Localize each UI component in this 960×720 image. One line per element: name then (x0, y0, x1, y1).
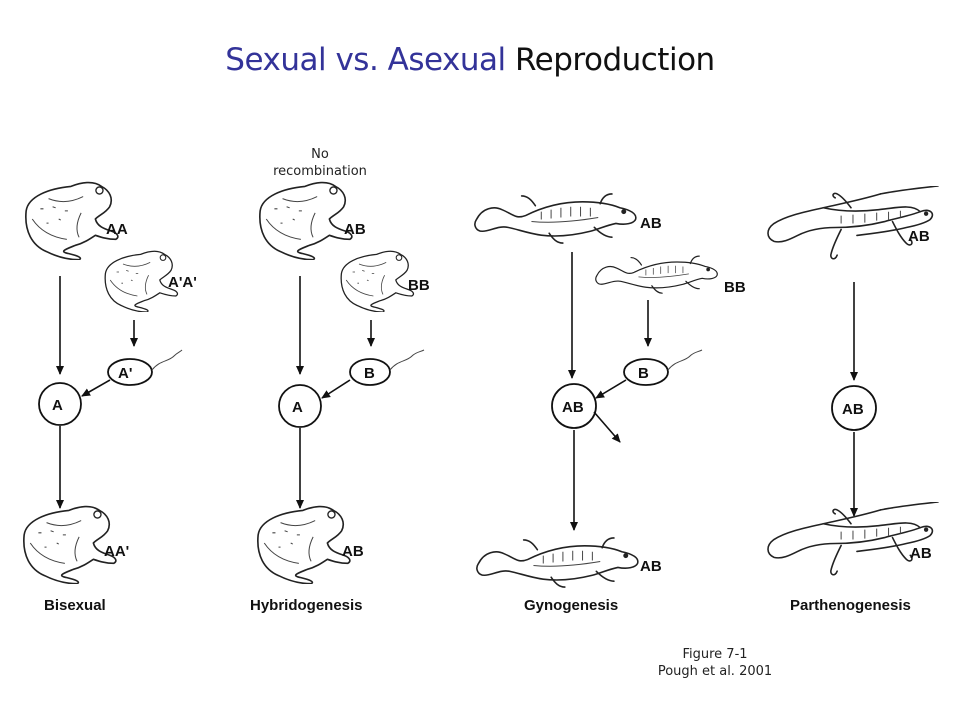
salamander-parent-1 (474, 193, 637, 244)
citation-figure: Figure 7-1 (682, 647, 748, 662)
arrow-paternal-excluded (593, 411, 621, 443)
no-recombination-note: No recombination (262, 146, 378, 180)
egg-genotype: AB (562, 399, 584, 416)
arrow-sperm-to-egg (321, 379, 351, 399)
lizard-offspring (767, 502, 939, 576)
genotype-parent: AB (908, 228, 930, 245)
genotype-offspring: AB (910, 545, 932, 562)
caption-parthenogenesis: Parthenogenesis (790, 597, 911, 614)
egg-genotype: A (52, 397, 63, 414)
title-part-reproduction: Reproduction (505, 42, 715, 78)
title-part-asexual: Asexual (387, 42, 507, 78)
arrow-sperm-to-egg (81, 379, 111, 397)
panel-parthenogenesis: AB AB AB Parthenogenesis (767, 186, 939, 614)
note-line-1: No (311, 147, 329, 162)
egg-genotype: AB (842, 401, 864, 418)
genotype-parent-2: A'A' (168, 274, 197, 291)
note-line-2: recombination (273, 164, 367, 179)
caption-bisexual: Bisexual (44, 597, 106, 614)
sperm-genotype: B (638, 365, 649, 382)
egg-cell (38, 382, 82, 426)
arrow-sperm-to-egg (595, 379, 627, 399)
panel-gynogenesis: AB BB B AB AB Gynogenesis (474, 193, 746, 614)
figure-citation: Figure 7-1 Pough et al. 2001 (640, 646, 790, 680)
frog-parent-2 (104, 250, 179, 312)
caption-hybridogenesis: Hybridogenesis (250, 597, 363, 614)
sperm-genotype: A' (118, 365, 132, 382)
egg-genotype: A (292, 399, 303, 416)
sperm-genotype: B (364, 365, 375, 382)
genotype-parent-1: AB (344, 221, 366, 238)
genotype-offspring: AB (640, 558, 662, 575)
caption-gynogenesis: Gynogenesis (524, 597, 618, 614)
sperm-gamete: B (349, 349, 425, 386)
genotype-parent-1: AB (640, 215, 662, 232)
frog-parent-1 (259, 181, 353, 260)
egg-cell (551, 383, 597, 429)
genotype-parent-2: BB (408, 277, 430, 294)
genotype-parent-2: BB (724, 279, 746, 296)
slide-title: Sexual vs. Asexual Reproduction (0, 42, 940, 78)
genotype-parent-1: AA (106, 221, 128, 238)
genotype-offspring: AA' (104, 543, 129, 560)
frog-offspring (257, 505, 351, 584)
frog-parent-1 (25, 181, 119, 260)
salamander-parent-2 (595, 255, 718, 294)
panel-bisexual: AA A'A' A' A AA' Bisexual (23, 181, 197, 614)
title-part-sexual: Sexual vs. (225, 42, 388, 78)
egg-cell (278, 384, 322, 428)
frog-parent-2 (340, 250, 415, 312)
frog-offspring (23, 505, 117, 584)
salamander-offspring (476, 537, 639, 588)
egg-cell (831, 385, 877, 431)
sperm-gamete: B (623, 349, 703, 386)
panel-hybridogenesis: AB BB B A AB Hybridogenesis (250, 181, 430, 614)
lizard-parent (767, 186, 939, 260)
genotype-offspring: AB (342, 543, 364, 560)
citation-source: Pough et al. 2001 (657, 664, 773, 679)
sperm-gamete: A' (107, 349, 183, 386)
